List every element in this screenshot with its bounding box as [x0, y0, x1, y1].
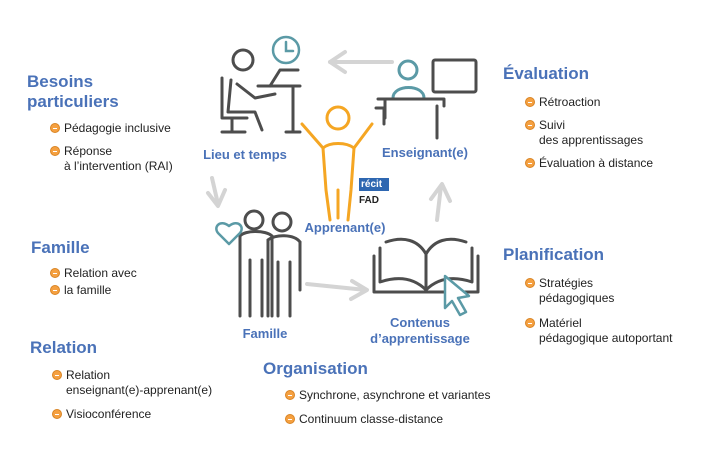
- list-item: Évaluation à distance: [525, 156, 703, 171]
- enseignant-icon: [374, 58, 478, 140]
- lieu-temps-icon: [220, 48, 302, 134]
- section-famille: Famille Relation avec la famille: [31, 238, 211, 306]
- list-item: Synchrone, asynchrone et variantes: [285, 388, 543, 403]
- bullet-icon: [50, 268, 60, 278]
- cursor-icon: [443, 274, 471, 317]
- apprenant-icon: [300, 105, 374, 222]
- cycle-arrows: [206, 50, 452, 301]
- list-item: Pédagogie inclusive: [50, 121, 227, 136]
- label-contenus-line-1: Contenus: [390, 315, 450, 330]
- bullet-icon: [285, 414, 295, 424]
- label-contenus-line-2: d’apprentissage: [370, 331, 470, 346]
- recit-fad-badge: récit FAD: [359, 178, 389, 207]
- title-line: Besoins: [27, 72, 94, 91]
- bullet-icon: [525, 97, 535, 107]
- title-line: Relation: [30, 338, 98, 357]
- label-lieu-temps: Lieu et temps: [203, 147, 287, 162]
- list-item: Visioconférence: [52, 407, 250, 422]
- title-line: Organisation: [263, 359, 368, 378]
- bullet-icon: [52, 370, 62, 380]
- label-enseignant: Enseignant(e): [382, 145, 468, 160]
- section-title: Besoins particuliers: [27, 72, 227, 112]
- badge-top: récit: [359, 178, 389, 191]
- arrow-teacher-to-time-icon: [328, 50, 394, 74]
- section-title: Planification: [503, 245, 713, 265]
- list-item: Relation avec: [50, 266, 211, 281]
- famille-icon: [238, 209, 302, 318]
- title-line: Famille: [31, 238, 90, 257]
- title-line: particuliers: [27, 92, 119, 111]
- section-besoins-particuliers: Besoins particuliers Pédagogie inclusive…: [27, 72, 227, 182]
- arrow-family-to-content-icon: [305, 279, 369, 301]
- bullet-icon: [525, 318, 535, 328]
- bullet-icon: [285, 390, 295, 400]
- heart-icon: [215, 222, 243, 246]
- title-line: Évaluation: [503, 64, 589, 83]
- section-title: Organisation: [263, 359, 543, 379]
- bullet-icon: [50, 146, 60, 156]
- section-title: Relation: [30, 338, 250, 358]
- bullet-icon: [525, 278, 535, 288]
- title-line: Planification: [503, 245, 605, 264]
- label-famille: Famille: [242, 326, 288, 341]
- section-title: Famille: [31, 238, 211, 258]
- list-item: Continuum classe-distance: [285, 412, 543, 427]
- label-apprenant: Apprenant(e): [304, 220, 386, 235]
- bullet-icon: [50, 285, 60, 295]
- section-organisation: Organisation Synchrone, asynchrone et va…: [263, 359, 543, 435]
- clock-icon: [271, 35, 301, 65]
- arrow-content-to-teacher-icon: [429, 182, 452, 222]
- label-contenus: Contenus d’apprentissage: [360, 315, 480, 347]
- section-title: Évaluation: [503, 64, 703, 84]
- contenus-icon: [372, 237, 480, 294]
- list-item: la famille: [50, 283, 211, 298]
- badge-bottom: FAD: [359, 195, 379, 206]
- bullet-icon: [525, 120, 535, 130]
- list-item: Rétroaction: [525, 95, 703, 110]
- bullet-icon: [50, 123, 60, 133]
- bullet-icon: [52, 409, 62, 419]
- arrow-time-to-family-icon: [206, 176, 227, 208]
- bullet-icon: [525, 158, 535, 168]
